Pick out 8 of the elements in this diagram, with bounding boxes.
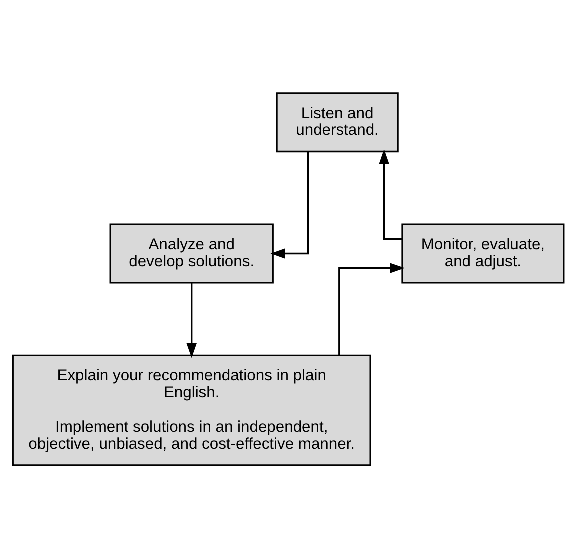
node-box: Listen and understand. — [276, 92, 399, 153]
arrow — [270, 152, 310, 259]
arrow — [338, 263, 406, 356]
arrow — [379, 149, 402, 240]
arrow — [186, 282, 197, 358]
node-box: Monitor, evaluate, and adjust. — [402, 224, 565, 284]
node-box: Analyze and develop solutions. — [110, 224, 274, 284]
node-box: Explain your recommendations in plain English. Implement solutions in an independent, objective, unbiased, and cost-effective manner. — [12, 354, 372, 466]
